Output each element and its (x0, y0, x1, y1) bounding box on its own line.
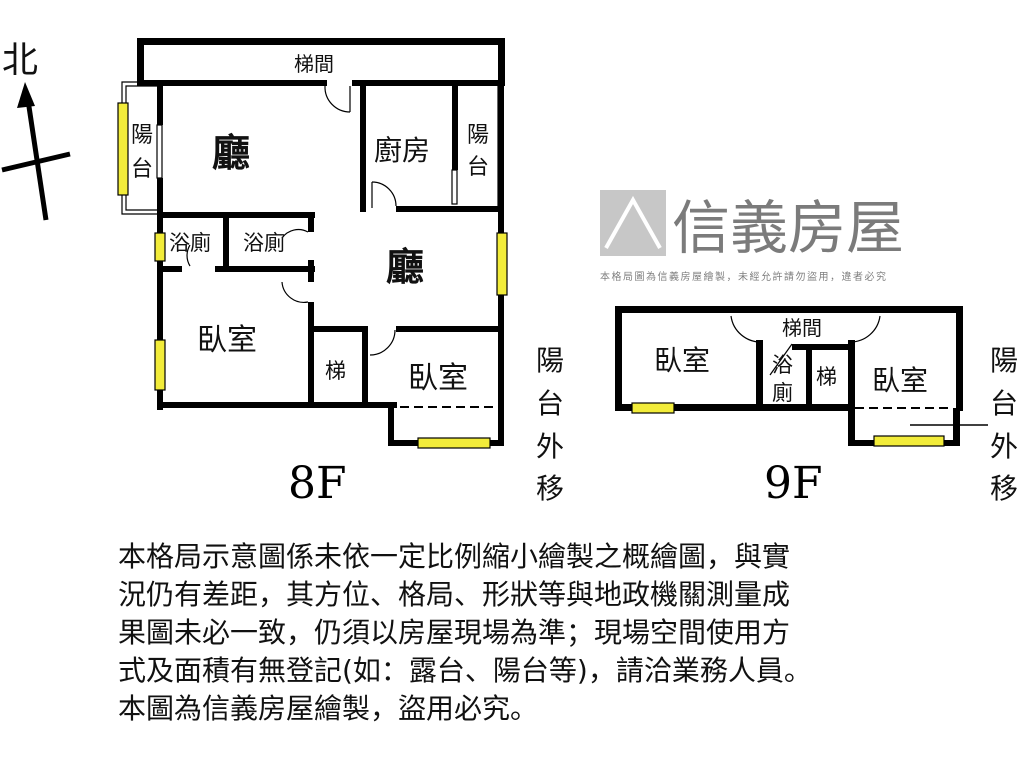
room-balcony-right-2: 台 (467, 155, 489, 180)
room-stairs: 梯 (325, 359, 346, 383)
floor-9f-labels: 梯間 臥室 臥室 浴 廁 梯 (654, 316, 928, 405)
room-kitchen: 廚房 (374, 134, 430, 167)
room-balcony-right-1: 陽 (467, 123, 489, 148)
north-arrow-icon (1, 82, 71, 221)
window (873, 435, 945, 447)
room-bedroom-2: 臥室 (872, 364, 928, 397)
disclaimer-line: 本圖為信義房屋繪製，盜用必究。 (118, 692, 539, 725)
window (631, 402, 675, 414)
room-balcony-left-1: 陽 (131, 123, 153, 148)
room-bedroom-2: 臥室 (408, 361, 468, 396)
floor-8f-balcony-moved: 陽 台 外 移 (536, 344, 564, 505)
room-living-2: 廳 (386, 245, 424, 289)
balcony-moved-char: 移 (536, 472, 564, 505)
room-stairwell: 梯間 (782, 316, 822, 340)
compass-label: 北 (2, 40, 38, 81)
room-balcony-left-2: 台 (131, 157, 153, 182)
watermark-notice: 本格局圖為信義房屋繪製，未經允許請勿盜用，違者必究 (600, 270, 888, 283)
floor-8f-labels: 梯間 廳 廳 廚房 陽 台 陽 台 浴廁 浴廁 臥室 臥室 梯 (131, 52, 489, 396)
floor-8f-balcony-lines (121, 81, 499, 408)
balcony-moved-char: 台 (990, 387, 1018, 420)
floor-8f-label: 8F (288, 458, 347, 509)
watermark: 信義房屋 本格局圖為信義房屋繪製，未經允許請勿盜用，違者必究 (600, 190, 904, 283)
balcony-moved-char: 台 (536, 387, 564, 420)
room-stairs: 梯 (816, 365, 837, 389)
disclaimer-line: 果圖未必一致，仍須以房屋現場為準；現場空間使用方 (118, 616, 791, 649)
window (496, 232, 508, 296)
balcony-moved-char: 陽 (536, 344, 564, 377)
floor-9f-windows (631, 402, 945, 447)
window (154, 339, 166, 391)
disclaimer-line: 式及面積有無登記(如：露台、陽台等)，請洽業務人員。 (118, 654, 812, 687)
room-bath-2: 浴廁 (243, 231, 285, 255)
balcony-moved-char: 外 (990, 430, 1018, 463)
floor-9f-balcony-moved: 陽 台 外 移 (990, 344, 1018, 505)
room-living-1: 廳 (212, 131, 250, 175)
room-bedroom-1: 臥室 (197, 323, 257, 358)
disclaimer-line: 本格局示意圖係未依一定比例縮小繪製之概繪圖，與實 (118, 540, 791, 573)
watermark-brand: 信義房屋 (672, 194, 904, 262)
disclaimer-line: 況仍有差距，其方位、格局、形狀等與地政機關測量成 (118, 578, 791, 611)
balcony-moved-char: 移 (990, 472, 1018, 505)
balcony-moved-char: 外 (536, 430, 564, 463)
room-bath-2: 廁 (772, 381, 793, 405)
room-bath-1: 浴 (772, 353, 793, 377)
disclaimer-text: 本格局示意圖係未依一定比例縮小繪製之概繪圖，與實 況仍有差距，其方位、格局、形狀… (118, 538, 958, 728)
balcony-moved-char: 陽 (990, 344, 1018, 377)
floor-9f-lines (730, 315, 988, 426)
window (417, 437, 491, 449)
room-bedroom-1: 臥室 (654, 344, 710, 377)
window (117, 102, 129, 196)
floor-8f-windows (117, 102, 508, 449)
room-stairwell: 梯間 (294, 52, 334, 76)
floor-9f-label: 9F (764, 458, 823, 509)
window (154, 232, 166, 262)
room-bath-1: 浴廁 (169, 231, 211, 255)
